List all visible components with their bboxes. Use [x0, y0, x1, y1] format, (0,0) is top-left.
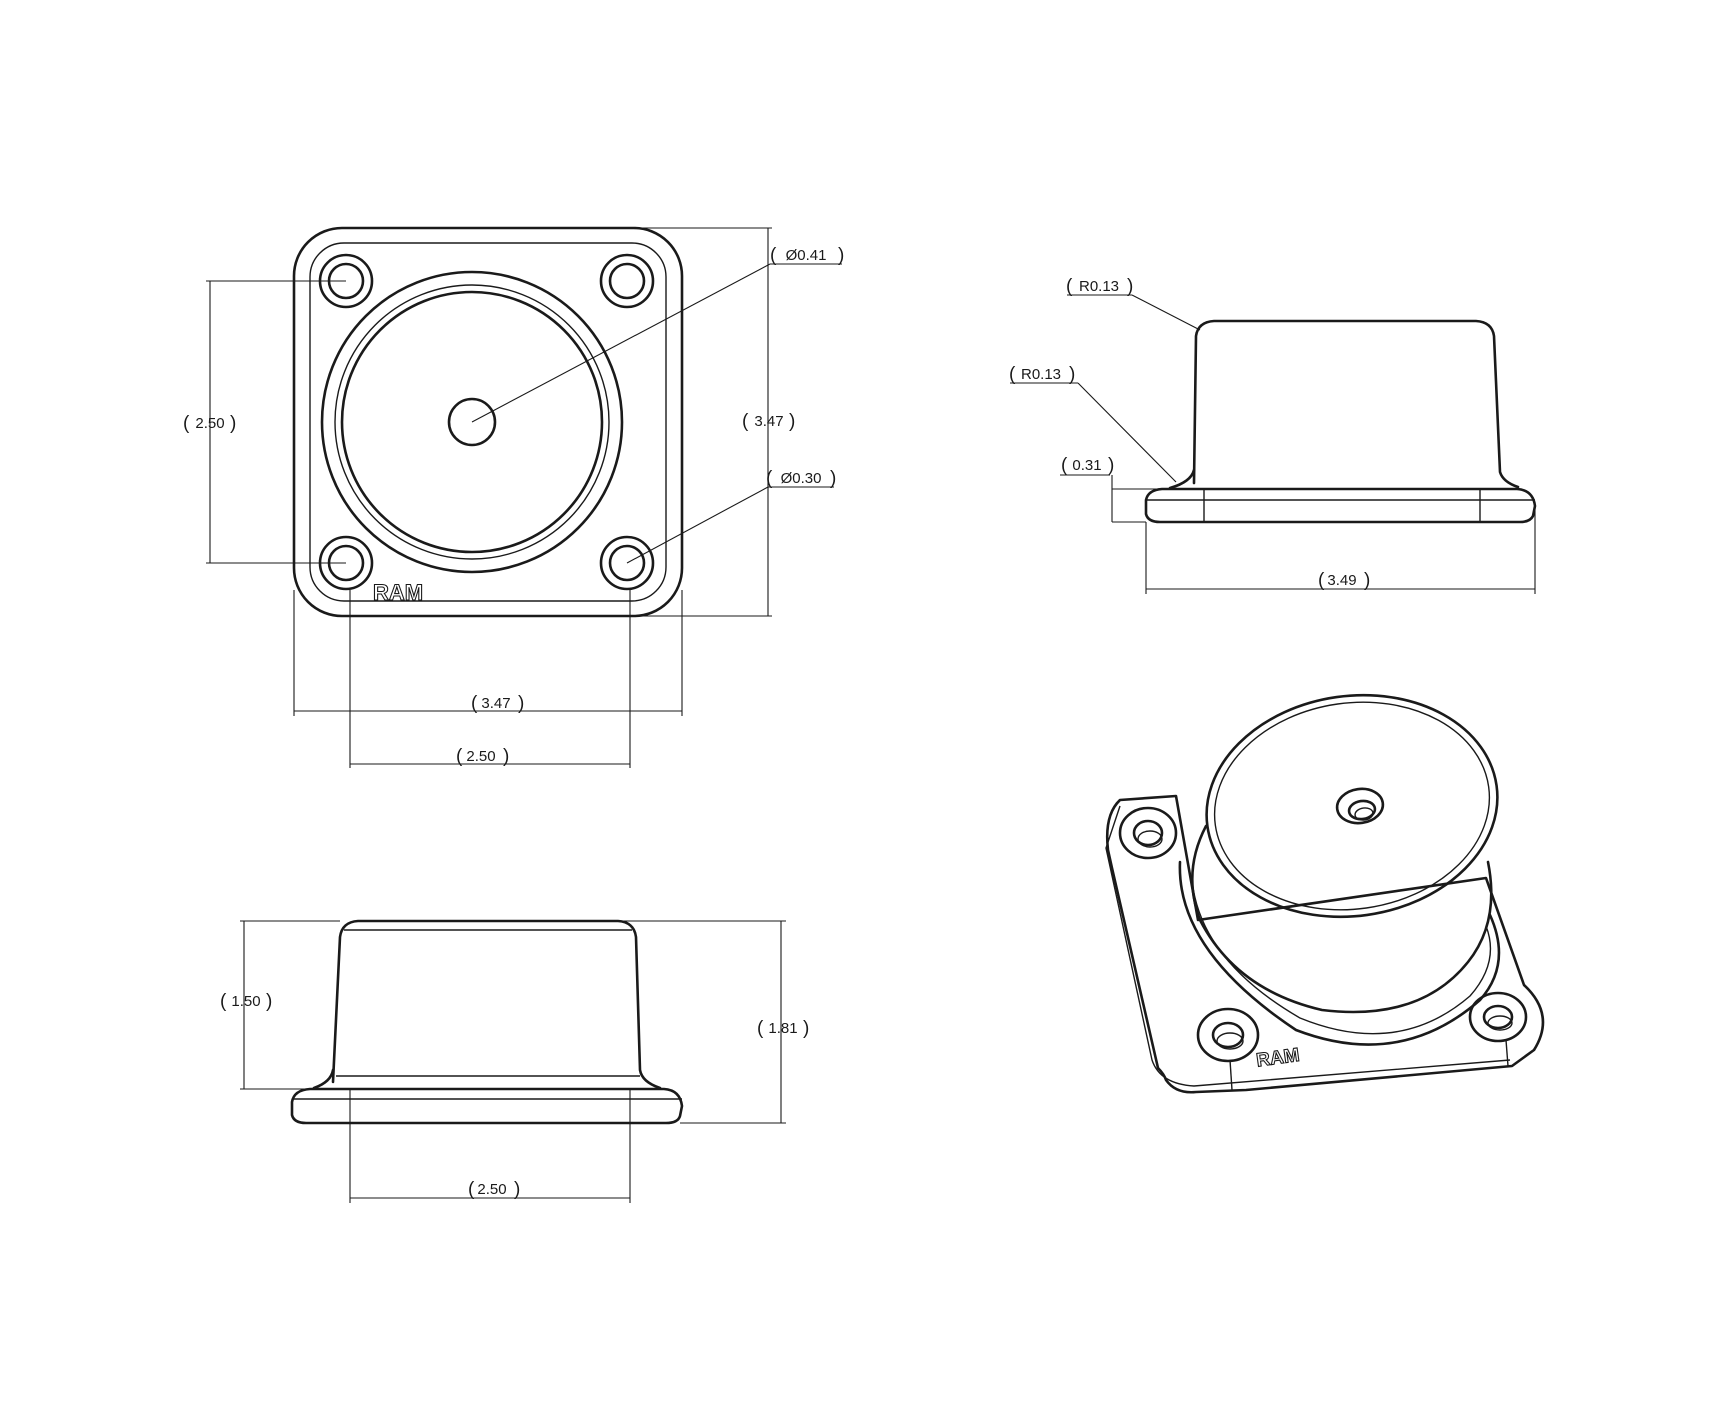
- dim-front-overall-height: ( 1.81 ): [618, 920, 809, 1124]
- iso-body-top: [1205, 693, 1499, 919]
- side-view-body: [1192, 319, 1520, 489]
- dim-label: 3.47: [481, 695, 510, 712]
- svg-text:(: (: [766, 468, 773, 489]
- svg-text:): ): [514, 1179, 520, 1200]
- iso-body-sides: [1191, 824, 1493, 1014]
- dim-side-flange-thickness: ( 0.31 ): [1060, 455, 1162, 523]
- front-view-body: [331, 919, 662, 1090]
- dim-label: 0.31: [1072, 457, 1101, 474]
- svg-text:(: (: [1318, 570, 1325, 591]
- svg-text:(: (: [1066, 276, 1073, 297]
- top-view-body-outer-circle: [320, 270, 624, 574]
- svg-text:): ): [789, 411, 795, 432]
- side-view: ( R0.13 ) ( R0.13 ) ( 0.31 ) ( 3: [1009, 276, 1537, 594]
- top-view-mount-hole-tr: [599, 253, 655, 309]
- front-view-flange: [290, 1087, 684, 1125]
- leader-mount-hole-diameter: ( Ø0.30 ): [626, 468, 836, 564]
- dim-label: 1.81: [768, 1020, 797, 1037]
- svg-text:): ): [1127, 276, 1133, 297]
- dim-label: Ø0.30: [781, 470, 822, 487]
- svg-text:(: (: [1009, 364, 1016, 385]
- dim-label: R0.13: [1079, 278, 1119, 295]
- dim-top-overall-height: ( 3.47 ): [630, 227, 795, 617]
- dim-label: 2.50: [477, 1181, 506, 1198]
- svg-text:): ): [518, 693, 524, 714]
- leader-base-fillet-radius: ( R0.13 ): [1009, 364, 1177, 483]
- dim-label: 2.50: [195, 415, 224, 432]
- svg-text:): ): [266, 991, 272, 1012]
- top-view-body-top-circle: [340, 290, 604, 554]
- svg-text:(: (: [183, 413, 190, 434]
- dim-front-hole-spacing: ( 2.50 ): [349, 1089, 631, 1203]
- svg-text:): ): [230, 413, 236, 434]
- svg-text:): ): [503, 746, 509, 767]
- leader-top-fillet-radius: ( R0.13 ): [1066, 276, 1201, 331]
- svg-text:): ): [1364, 570, 1370, 591]
- iso-logo: RAM: [1255, 1045, 1301, 1072]
- front-view-body-left-fillet: [312, 1068, 335, 1090]
- top-view-center-hole: [447, 397, 497, 447]
- svg-text:(: (: [1061, 455, 1068, 476]
- dim-label: 1.50: [231, 993, 260, 1010]
- dim-top-overall-width: ( 3.47 ): [293, 590, 683, 716]
- top-view: RAM ( 2.50 ) ( 3.47 ) ( 3.47 ): [183, 226, 844, 768]
- dim-side-base-width: ( 3.49 ): [1145, 510, 1536, 594]
- dim-front-body-height: ( 1.50 ): [220, 920, 340, 1090]
- iso-center-hole: [1335, 787, 1385, 825]
- svg-text:(: (: [770, 245, 777, 266]
- svg-text:(: (: [456, 746, 463, 767]
- svg-text:(: (: [742, 411, 749, 432]
- top-view-logo: RAM: [373, 580, 423, 605]
- front-view: ( 1.50 ) ( 1.81 ) ( 2.50 ): [220, 919, 809, 1203]
- side-view-body-left-fillet: [1168, 468, 1196, 490]
- iso-mount-hole-bl: [1196, 1007, 1260, 1063]
- iso-base-plate-corner-edge-right: [1505, 1039, 1509, 1067]
- dim-top-hole-spacing-vertical: ( 2.50 ): [183, 280, 346, 564]
- top-view-body-mid-circle: [334, 284, 610, 560]
- svg-text:(: (: [468, 1179, 475, 1200]
- svg-text:): ): [830, 468, 836, 489]
- svg-text:): ): [803, 1018, 809, 1039]
- side-view-flange: [1144, 487, 1537, 524]
- svg-text:(: (: [471, 693, 478, 714]
- dim-label: 3.49: [1327, 572, 1356, 589]
- top-view-plate-inner-edge: [309, 242, 667, 602]
- svg-text:): ): [838, 245, 844, 266]
- svg-text:(: (: [757, 1018, 764, 1039]
- svg-text:): ): [1108, 455, 1114, 476]
- leader-center-hole-diameter: ( Ø0.41 ): [471, 245, 844, 423]
- svg-text:(: (: [220, 991, 227, 1012]
- dim-top-hole-spacing-horizontal: ( 2.50 ): [349, 590, 631, 768]
- dim-label: 3.47: [754, 413, 783, 430]
- dim-label: R0.13: [1021, 366, 1061, 383]
- iso-base-plate-corner-edge: [1229, 1059, 1233, 1091]
- iso-base-plate-edge: [1105, 805, 1511, 1087]
- iso-mount-hole-tl: [1118, 806, 1178, 860]
- dim-label: 2.50: [466, 748, 495, 765]
- dim-label: Ø0.41: [786, 247, 827, 264]
- isometric-view: RAM: [1105, 693, 1545, 1094]
- iso-body-base-ring: [1178, 860, 1501, 1046]
- iso-body-top-inner: [1213, 701, 1491, 911]
- top-view-mount-hole-br: [599, 535, 655, 591]
- iso-mount-hole-br: [1468, 991, 1528, 1043]
- svg-text:): ): [1069, 364, 1075, 385]
